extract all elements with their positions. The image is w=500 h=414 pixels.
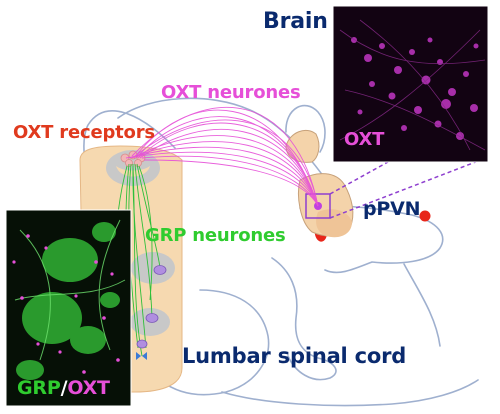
grp-fibre [132,165,143,357]
grp-micrograph-fibres [14,219,126,361]
micrograph-fibre [359,19,471,151]
micrograph-punctum [26,234,30,238]
synapse-marker [136,352,147,360]
merge-slash-text: / [60,377,68,399]
mouse-head-outline [299,205,444,274]
oxt-axon [139,129,319,207]
micrograph-cell [369,81,375,87]
oxt-axon [129,141,319,207]
oxt-receptors-label: OXT receptors [13,122,155,143]
oxt-axon [141,155,319,207]
micrograph-cell [441,99,451,109]
micrograph-cell [388,92,396,100]
mouse-dorsal-outline [117,97,341,201]
ppvn-label: pPVN [363,198,421,220]
oxt-micrograph-puncta [12,234,120,374]
micrograph-punctum [58,350,62,354]
mouse-belly-outline [159,289,270,396]
oxt-axon [137,122,319,207]
micrograph-punctum [82,370,86,374]
grp-neuron-soma [153,265,167,275]
micrograph-cell [409,49,415,55]
micrograph-cell [473,43,479,49]
oxt-axon [134,119,319,207]
micrograph-fibre [14,279,126,301]
micrograph-punctum [44,246,48,250]
micrograph-punctum [74,294,78,298]
grp-oxt-merge-label: GRP/OXT [17,379,110,398]
grey-matter-section-2 [131,252,175,284]
micrograph-cell [463,71,469,77]
grp-neuron-soma [136,339,148,349]
micrograph-punctum [36,342,40,346]
oxt-micrograph-inset [332,5,489,163]
micrograph-cell [470,104,478,112]
grp-neuron-soma [145,313,159,323]
grp-oxt-micrograph-inset [5,209,132,407]
micrograph-fibre [339,29,481,141]
micrograph-fibre [344,89,486,151]
oxt-axon [131,106,319,207]
brain-hemisphere [285,130,320,163]
micrograph-cell [427,37,433,43]
micrograph-fibre [98,219,121,351]
micrograph-cell [100,292,120,308]
grp-fibre [132,163,147,349]
grp-merge-text: GRP [17,377,61,399]
micrograph-punctum [116,358,120,362]
micrograph-cell [414,106,422,114]
micrograph-cell [394,66,402,74]
micrograph-cell [448,88,456,96]
micrograph-cell [401,125,407,131]
brain-label: Brain [263,9,328,34]
mouse-forelimb-outline [271,257,337,381]
oxt-merge-text: OXT [67,377,110,399]
grp-fibre [138,165,153,301]
mouse-ear-outline [285,104,326,153]
micrograph-cell [357,109,363,115]
oxt-receptor-marker [134,159,142,167]
brain-hypothalamus [316,209,352,238]
oxt-axon-bundle [125,106,319,207]
micrograph-punctum [94,260,98,264]
micrograph-cell [364,54,372,62]
oxt-axon [125,151,319,207]
oxt-inset-label: OXT [344,129,385,150]
oxt-axon [131,135,319,207]
mouse-whisker-outline [403,263,441,347]
micrograph-punctum [12,260,16,264]
grp-micrograph-cells [16,222,120,380]
micrograph-cell [437,59,443,65]
micrograph-punctum [102,316,106,320]
micrograph-cell [92,222,116,242]
mouse-eye [419,210,431,222]
oxt-neurones-label: OXT neurones [161,82,301,103]
micrograph-fibre [19,229,51,361]
ppvn-region-box [305,193,331,219]
oxt-axon [127,146,319,207]
micrograph-cell [16,360,44,380]
micrograph-fibre [339,29,486,65]
micrograph-cell [22,292,82,344]
oxt-micrograph-fibres [339,19,486,151]
grp-neuron-somas [136,265,167,349]
grp-neurones-label: GRP neurones [145,225,286,246]
lumbar-spinal-cord-label: Lumbar spinal cord [182,344,407,368]
grp-fibre [134,163,153,319]
micrograph-cell [379,43,385,49]
micrograph-punctum [20,296,24,300]
micrograph-cell [42,238,98,282]
micrograph-cell [70,326,106,354]
oxt-axon [143,159,319,207]
micrograph-punctum [110,272,114,276]
mouse-tail-outline [221,379,479,407]
